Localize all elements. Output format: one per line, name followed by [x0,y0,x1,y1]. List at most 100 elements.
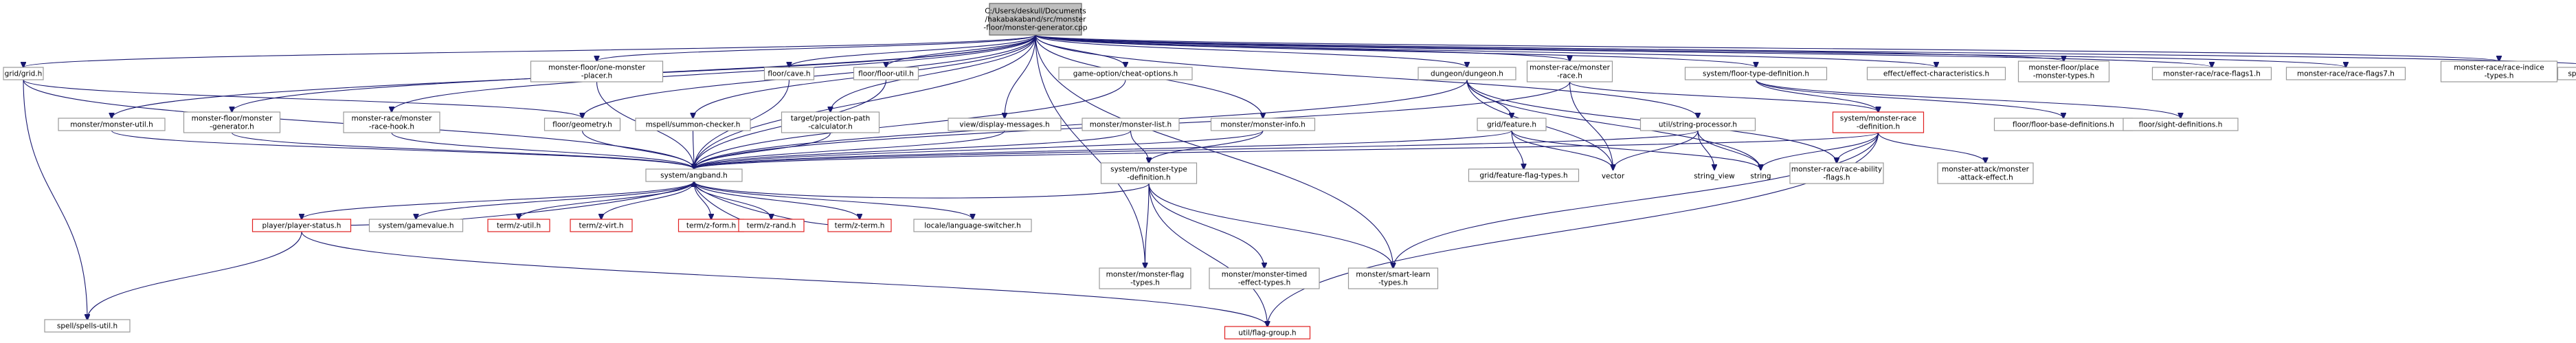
node-label: -types.h [1378,279,1408,287]
node-mlist[interactable]: monster/monster-list.h [1082,118,1180,131]
node-cheat[interactable]: game-option/cheat-options.h [1058,67,1193,80]
node-angband[interactable]: system/angband.h [645,168,743,182]
node-label: C:/Users/deskull/Documents [985,8,1086,16]
node-box [1209,267,1320,289]
node-racedef[interactable]: system/monster-race-definition.h [1832,111,1925,133]
node-placetypes[interactable]: monster-floor/place-monster-types.h [2017,60,2110,82]
node-mflag[interactable]: monster/monster-flag-types.h [1099,267,1191,289]
edge-angband-to-pstatus [302,181,695,219]
node-minfo[interactable]: monster/monster-info.h [1210,118,1316,131]
node-mrace[interactable]: monster-race/monster-race.h [1526,60,1613,82]
node-label: target/projection-path [791,115,871,123]
node-box [948,118,1062,131]
node-label: monster-race/race-flags1.h [2163,70,2261,78]
node-effchar[interactable]: effect/effect-characteristics.h [1866,67,2006,80]
node-smart[interactable]: monster/smart-learn-types.h [1347,267,1439,289]
node-futil[interactable]: floor/floor-util.h [853,67,919,80]
node-label: monster-race/race-flags7.h [2297,70,2395,78]
node-fbase[interactable]: floor/floor-base-definitions.h [1993,118,2133,131]
edge-strproc-to-angband [694,130,1699,169]
node-mtimed[interactable]: monster/monster-timed-effect-types.h [1209,267,1320,289]
node-string_view[interactable]: string_view [1687,170,1742,182]
edge-root-to-disp [1005,34,1036,118]
node-zutil[interactable]: term/z-util.h [487,219,550,232]
node-box [1100,162,1198,184]
node-disp[interactable]: view/display-messages.h [948,118,1062,131]
node-zrand[interactable]: term/z-rand.h [738,219,805,232]
node-mgen[interactable]: monster-floor/monster-generator.h [183,111,281,133]
node-label: system/gamevalue.h [379,222,454,230]
node-box [2557,67,2576,80]
node-string[interactable]: string [1744,170,1778,182]
node-label: locale/language-switcher.h [924,222,1020,230]
node-box [1477,118,1547,131]
edge-gfeat-to-featflag [1511,130,1524,169]
node-lang[interactable]: locale/language-switcher.h [913,219,1032,232]
node-box [2151,67,2272,80]
node-box [635,118,751,131]
node-zform[interactable]: term/z-form.h [677,219,745,232]
node-label: -generator.h [210,123,254,131]
node-featflag[interactable]: grid/feature-flag-types.h [1468,168,1580,182]
node-geom[interactable]: floor/geometry.h [544,118,621,131]
node-box [1418,67,1516,80]
node-pstatus[interactable]: player/player-status.h [251,219,352,232]
node-mtypedef[interactable]: system/monster-type-definition.h [1100,162,1198,184]
node-flags7[interactable]: monster-race/race-flags7.h [2285,67,2406,80]
node-box [1058,67,1193,80]
edge-minfo-to-angband [694,130,1264,169]
node-zterm[interactable]: term/z-term.h [827,219,892,232]
node-placer[interactable]: monster-floor/one-monster-placer.h [530,60,664,82]
node-box [1210,118,1316,131]
node-flaggroup[interactable]: util/flag-group.h [1224,326,1311,340]
node-attack[interactable]: monster-attack/monster-attack-effect.h [1937,162,2034,184]
node-box [1639,118,1756,131]
node-gamevalue[interactable]: system/gamevalue.h [368,219,464,232]
node-indice[interactable]: monster-race/race-indice-types.h [2440,60,2558,82]
node-flags1[interactable]: monster-race/race-flags1.h [2151,67,2272,80]
node-label: monster-floor/place [2028,64,2098,72]
node-box [2017,60,2110,82]
edge-ftype-to-racedef [1755,79,1879,112]
node-strproc[interactable]: util/string-processor.h [1639,118,1756,131]
node-label: game-option/cheat-options.h [1073,70,1178,78]
edge-gfeat-to-vector [1511,130,1613,170]
node-box [487,219,550,232]
edge-gfeat-to-string [1511,130,1761,170]
node-box [913,219,1032,232]
node-zvirt[interactable]: term/z-virt.h [570,219,633,232]
node-label: term/z-virt.h [579,222,623,230]
node-label: monster-floor/one-monster [548,64,646,72]
node-label: /hakabakaband/src/monster [985,16,1087,24]
node-sight[interactable]: floor/sight-definitions.h [2123,118,2239,131]
node-ftype[interactable]: system/floor-type-definition.h [1684,67,1828,80]
node-vector[interactable]: vector [1594,170,1632,182]
node-grid[interactable]: grid/grid.h [3,67,44,80]
node-mutil[interactable]: monster/monster-util.h [58,118,166,131]
node-label: term/z-form.h [686,222,736,230]
node-mspell[interactable]: mspell/summon-checker.h [635,118,751,131]
node-label: term/z-term.h [835,222,885,230]
node-abil[interactable]: monster-race/race-ability-flags.h [1789,162,1884,184]
edge-root-to-proj [831,34,1036,112]
edge-racedef-to-smart [1393,132,1879,268]
node-label: -definition.h [1857,123,1900,131]
node-proj[interactable]: target/projection-path-calculator.h [781,111,880,133]
nodes-layer: C:/Users/deskull/Documents/hakabakaband/… [3,3,2576,340]
node-dungeon[interactable]: dungeon/dungeon.h [1418,67,1516,80]
node-box [645,168,743,182]
node-label: -effect-types.h [1238,279,1291,287]
node-sputil[interactable]: spell/spells-util.h [44,319,131,333]
edge-cheat-to-angband [694,79,1126,169]
node-label: util/flag-group.h [1238,329,1296,338]
node-root[interactable]: C:/Users/deskull/Documents/hakabakaband/… [983,3,1088,36]
edge-strproc-to-string_view [1697,130,1714,170]
node-label: floor/floor-util.h [858,70,914,78]
node-label: monster/monster-timed [1222,271,1307,279]
node-summon[interactable]: spell/summon-types.h [2557,67,2576,80]
node-hook[interactable]: monster-race/monster-race-hook.h [343,111,440,133]
node-cave[interactable]: floor/cave.h [763,67,815,80]
node-gfeat[interactable]: grid/feature.h [1477,118,1547,131]
edge-root-to-placer [597,34,1036,61]
node-label: monster-race/race-ability [1791,166,1882,174]
